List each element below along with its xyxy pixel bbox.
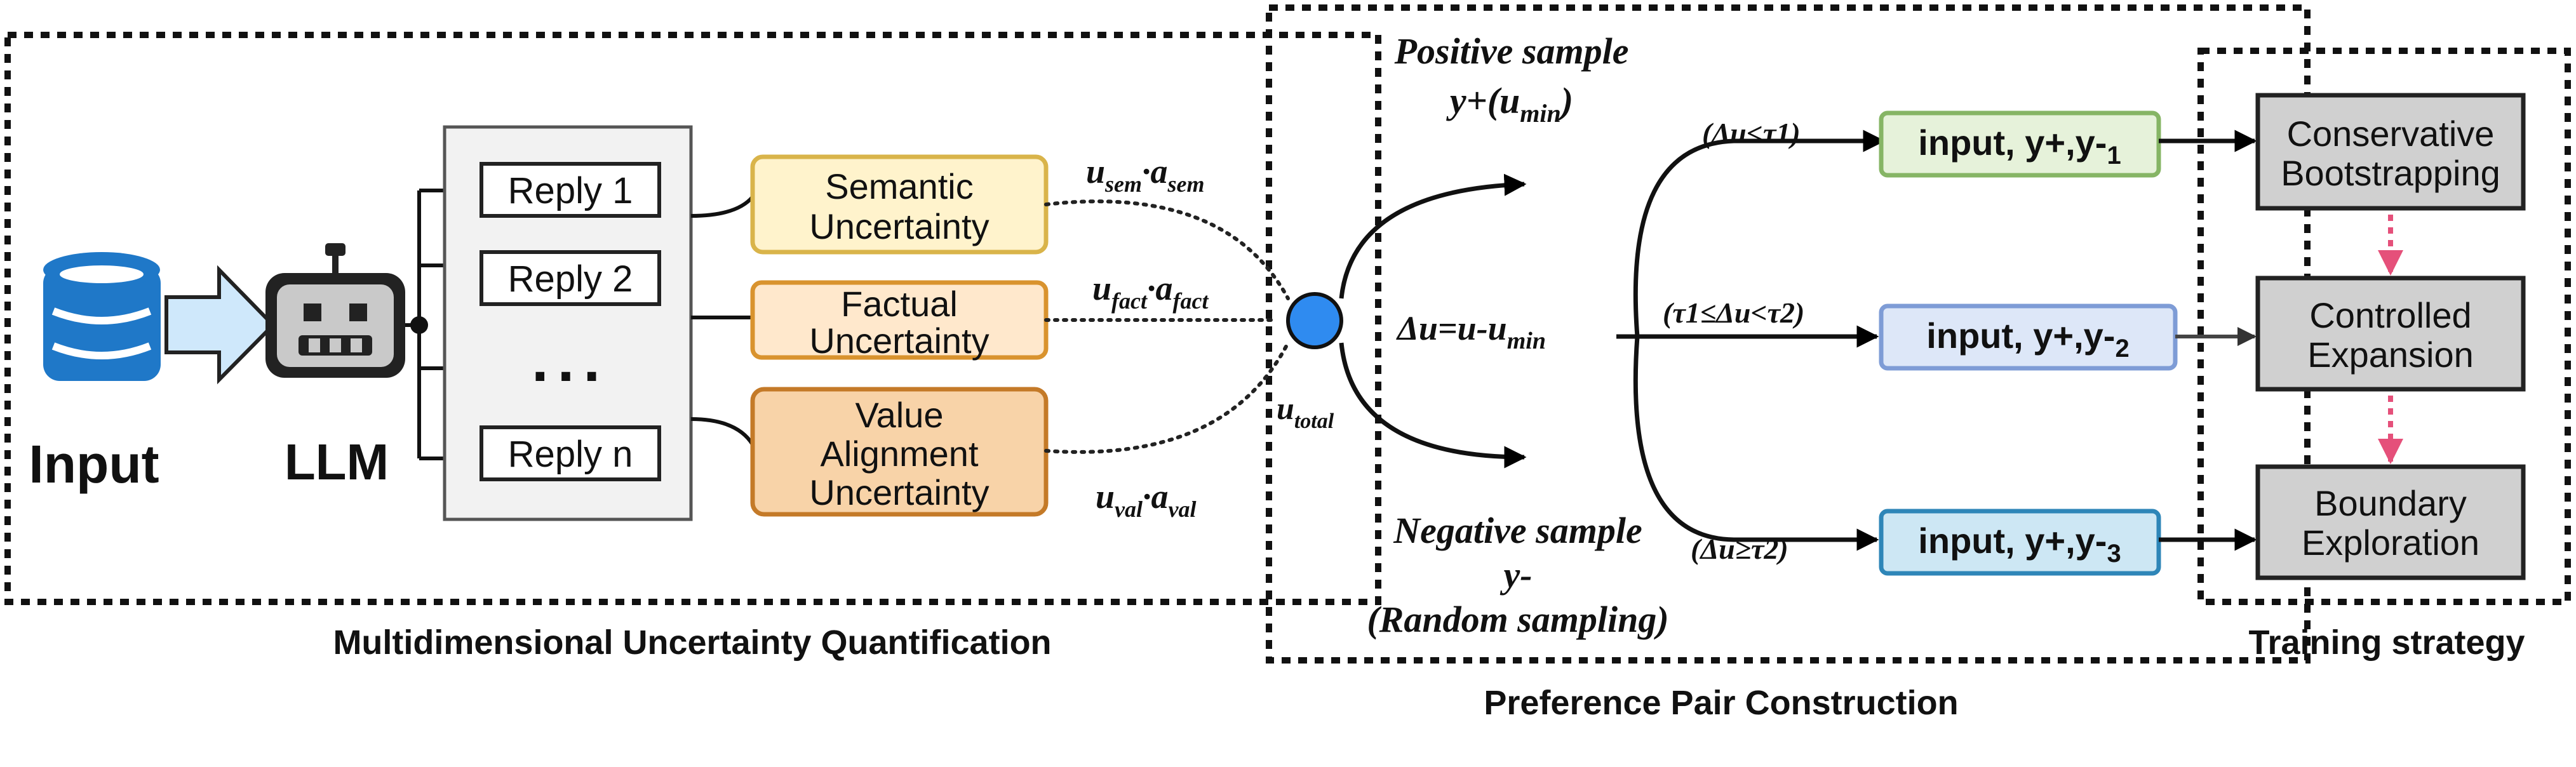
strategy-2-line1: Controlled	[2309, 295, 2471, 335]
reply-2-box	[480, 250, 661, 306]
reply-n-box	[480, 425, 661, 481]
threshold-brace	[1616, 130, 1886, 551]
pair-3-box	[1879, 509, 2161, 576]
strategy-2-line2: Expansion	[2307, 335, 2474, 375]
semantic-weight-label: usem·asem	[1086, 152, 1205, 197]
robot-icon	[265, 243, 405, 378]
pair-2-label: input, y+,y-2	[1926, 316, 2129, 363]
factual-uncertainty-line2: Uncertainty	[809, 321, 989, 361]
positive-sample-value: y+(umin)	[1446, 80, 1573, 128]
positive-sample-arrow	[1339, 173, 1527, 299]
value-uncertainty-line2: Alignment	[820, 434, 978, 474]
positive-sample-title: Positive sample	[1394, 30, 1629, 72]
preference-section-border	[1266, 4, 2311, 664]
training-section-title: Training strategy	[2248, 624, 2525, 662]
value-weight-label: uval·aval	[1096, 477, 1197, 522]
value-uncertainty-line1: Value	[855, 395, 943, 435]
quantification-section-title: Multidimensional Uncertainty Quantificat…	[333, 624, 1051, 662]
strategy-1-box	[2255, 93, 2526, 211]
negative-sample-arrow	[1339, 342, 1527, 469]
branch-node	[410, 316, 428, 334]
negative-sample-title: Negative sample	[1393, 510, 1642, 551]
aggregation-node	[1286, 292, 1343, 349]
strategy-3-line1: Boundary	[2314, 483, 2467, 523]
condition-1: (Δu<τ1)	[1702, 117, 1801, 149]
strategy-1-line2: Bootstrapping	[2281, 153, 2500, 193]
u-total-label: utotal	[1277, 390, 1334, 433]
pair-1-box	[1879, 110, 2161, 178]
value-uncertainty-line3: Uncertainty	[809, 472, 989, 512]
strategy-2-box	[2255, 276, 2526, 392]
reply-1-label: Reply 1	[508, 170, 633, 211]
reply-2-label: Reply 2	[508, 258, 633, 300]
semantic-uncertainty-line1: Semantic	[825, 166, 973, 206]
negative-sample-method: (Random sampling)	[1367, 599, 1668, 640]
preference-section-title: Preference Pair Construction	[1484, 684, 1958, 722]
input-label: Input	[29, 434, 159, 494]
semantic-uncertainty-line2: Uncertainty	[809, 206, 989, 246]
condition-2: (τ1≤Δu<τ2)	[1663, 297, 1804, 329]
llm-label: LLM	[285, 434, 389, 490]
factual-weight-label: ufact·afact	[1092, 269, 1209, 314]
training-section-border	[2197, 48, 2571, 605]
reply-1-box	[480, 162, 661, 218]
input-arrow-icon	[164, 265, 276, 385]
factual-uncertainty-line1: Factual	[841, 284, 958, 324]
strategy-1-line1: Conservative	[2287, 114, 2495, 154]
reply-n-label: Reply n	[508, 434, 633, 475]
pair-3-label: input, y+,y-3	[1918, 521, 2121, 568]
weighted-dotted-lines	[1044, 199, 1290, 454]
strategy-3-line2: Exploration	[2302, 523, 2479, 563]
reply-ellipsis: ...	[532, 326, 609, 394]
delta-formula: Δu=u-umin	[1396, 309, 1546, 354]
strategy-3-box	[2255, 464, 2526, 580]
quantification-section-border	[4, 32, 1381, 605]
database-icon	[43, 252, 161, 381]
pair-1-label: input, y+,y-1	[1918, 123, 2121, 170]
negative-sample-value: y-	[1499, 554, 1532, 596]
reply-to-uncertainty-lines	[690, 195, 755, 446]
condition-3: (Δu≥τ2)	[1691, 533, 1788, 565]
